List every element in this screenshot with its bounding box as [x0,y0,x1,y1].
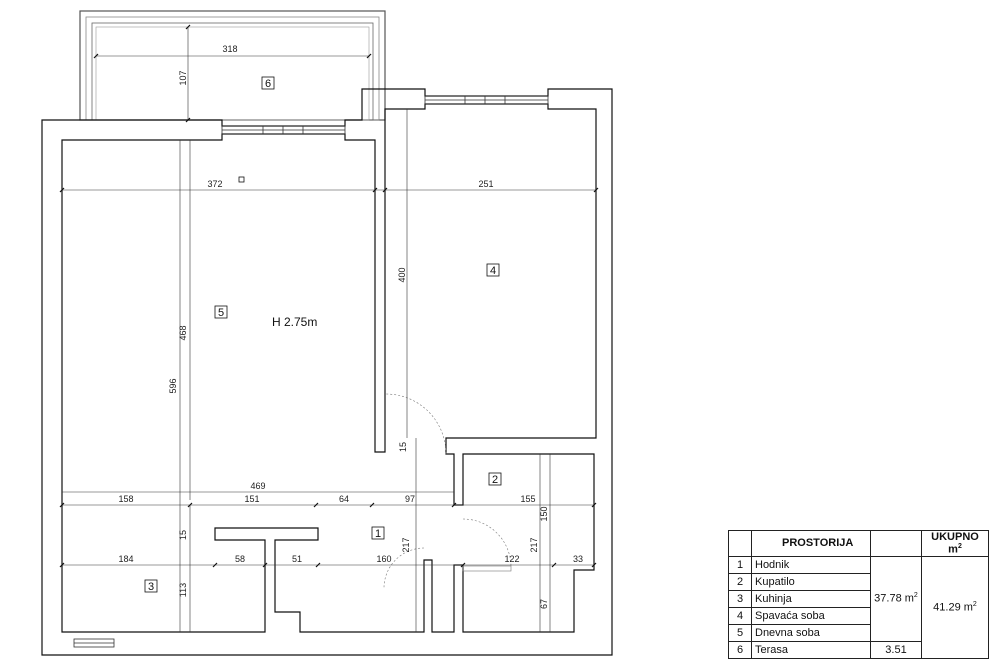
svg-text:97: 97 [405,494,415,504]
svg-text:64: 64 [339,494,349,504]
svg-text:51: 51 [292,554,302,564]
svg-text:596: 596 [168,378,178,393]
svg-text:113: 113 [178,583,188,597]
interior-wall-line [61,103,597,633]
svg-text:469: 469 [250,481,265,491]
exterior-wall [41,88,613,656]
svg-text:151: 151 [244,494,259,504]
door-bathroom [462,518,512,572]
svg-text:122: 122 [504,554,519,564]
room-area-table: PROSTORIJA UKUPNO m2 1 Hodnik 37.78 m2 4… [728,530,989,659]
svg-text:3: 3 [148,581,154,593]
floor-plan: 6 4 5 2 1 3 H 2.75m 318 107 372 251 400 … [41,10,613,656]
svg-text:217: 217 [529,537,539,552]
svg-text:107: 107 [178,70,188,85]
room-tag-6: 6 [261,76,275,90]
svg-text:251: 251 [478,179,493,189]
table-row: 1 Hodnik 37.78 m2 41.29 m2 [728,555,989,659]
svg-text:6: 6 [265,78,271,90]
svg-text:318: 318 [222,44,237,54]
svg-text:217: 217 [401,537,411,552]
room-tag-4: 4 [486,263,500,277]
svg-text:184: 184 [118,554,133,564]
room-tag-3: 3 [144,579,158,593]
legend-total-header: UKUPNO m2 [921,530,989,557]
svg-text:1: 1 [375,528,381,540]
terrace-frame [79,10,386,121]
svg-text:33: 33 [573,554,583,564]
svg-text:372: 372 [207,179,222,189]
svg-text:67: 67 [539,599,549,609]
room-tag-2: 2 [488,472,502,486]
total-area-cell: 41.29 m2 [921,555,989,659]
svg-text:150: 150 [539,506,549,521]
table-row: 4 Spavaća soba [728,606,989,625]
ceiling-height-label: H 2.75m [272,315,317,329]
svg-text:58: 58 [235,554,245,564]
svg-text:15: 15 [178,530,188,540]
svg-text:15: 15 [398,442,408,452]
terrace-area-cell: 3.51 [870,640,922,659]
svg-text:400: 400 [397,267,407,282]
window-living [221,125,346,135]
svg-text:158: 158 [118,494,133,504]
svg-text:468: 468 [178,325,188,340]
room-tag-1: 1 [371,526,385,540]
svg-text:2: 2 [492,474,498,486]
svg-text:5: 5 [218,307,224,319]
column-marker [238,176,245,183]
legend-rooms-header: PROSTORIJA [751,530,871,557]
dimension-labels: 318 107 372 251 400 468 596 469 158 151 … [118,44,583,609]
svg-text:155: 155 [520,494,535,504]
svg-text:160: 160 [376,554,391,564]
table-row: 6 Terasa 3.51 [728,640,989,659]
room-tag-5: 5 [214,305,228,319]
legend-num-header [728,530,752,557]
window-bedroom [424,95,549,105]
legend-area-header [870,530,922,557]
interior-area-cell: 37.78 m2 [870,555,922,642]
window-kitchen [73,638,115,648]
svg-text:4: 4 [490,265,496,277]
